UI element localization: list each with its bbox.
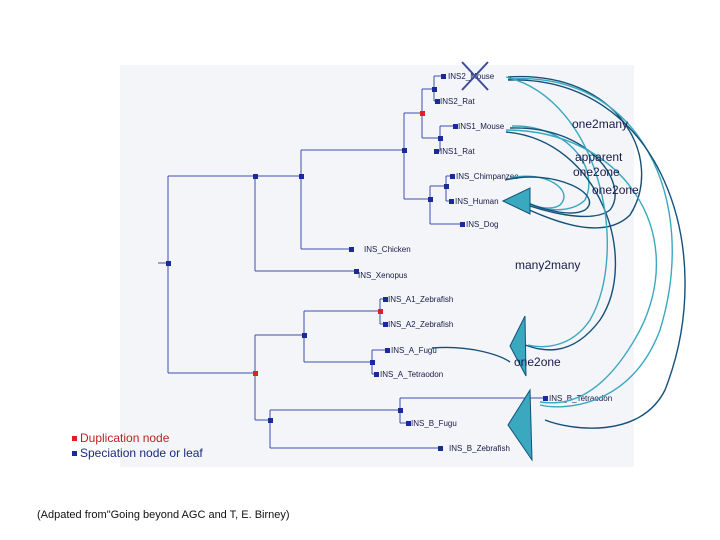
duplication-node [420,111,425,116]
speciation-node [450,174,455,179]
legend-speciation: Speciation node or leaf [72,446,203,460]
speciation-node [449,199,454,204]
relationship-arcs [431,76,686,429]
duplication-legend-label: Duplication node [80,431,170,445]
leaf-ins-chicken: INS_Chicken [364,245,411,254]
speciation-nodes [166,74,548,451]
speciation-node [453,124,458,129]
legend-duplication: Duplication node [72,431,169,445]
speciation-node [406,421,411,426]
label-one2many: one2many [572,117,628,131]
duplication-nodes [253,111,425,376]
speciation-node [444,184,449,189]
speciation-node [435,99,440,104]
leaf-ins-a1-zebrafish: INS_A1_Zebrafish [388,295,453,304]
speciation-node [438,446,443,451]
speciation-node [438,136,443,141]
leaf-ins-b-tetraodon: INS_B_Tetraodon [549,394,612,403]
speciation-node [349,247,354,252]
tree-branches [158,75,545,449]
speciation-node [253,174,258,179]
speciation-node [385,348,390,353]
leaf-ins-xenopus: INS_Xenopus [358,271,407,280]
label-apparent-one2one: one2one [573,165,620,179]
speciation-node [370,360,375,365]
speciation-legend-swatch [72,451,77,457]
duplication-legend-swatch [72,436,77,442]
speciation-node [543,396,548,401]
label-one2one-lower: one2one [514,355,561,369]
speciation-node [460,222,465,227]
leaf-labels: INS2_Mouse INS2_Rat INS1_Mouse INS1_Rat … [358,72,612,453]
speciation-node [428,197,433,202]
leaf-ins-dog: INS_Dog [466,220,498,229]
speciation-node [398,408,403,413]
source-caption: (Adpated from"Going beyond AGC and T, E.… [37,509,290,521]
speciation-legend-label: Speciation node or leaf [80,446,203,460]
leaf-ins-b-fugu: INS_B_Fugu [411,419,457,428]
label-apparent: apparent [575,150,623,164]
speciation-node [374,372,379,377]
leaf-ins-a-tetraodon: INS_A_Tetraodon [380,370,443,379]
speciation-node [299,174,304,179]
leaf-ins-a-fugu: INS_A_Fugu [391,346,437,355]
label-one2one-upper: one2one [592,183,639,197]
cross-mark-icon [461,61,489,91]
arrowhead-icon [507,388,533,462]
speciation-node [441,74,446,79]
speciation-node [302,333,307,338]
arrowhead-icon [501,187,531,215]
leaf-ins-a2-zebrafish: INS_A2_Zebrafish [388,320,453,329]
leaf-ins-chimpanzee: INS_Chimpanzee [456,172,519,181]
arrowheads [501,187,533,462]
duplication-node [378,309,383,314]
speciation-node [432,87,437,92]
speciation-node [402,148,407,153]
speciation-node [434,149,439,154]
relation-labels: one2many apparent one2one one2one many2m… [514,117,639,369]
speciation-node [383,322,388,327]
leaf-ins2-mouse: INS2_Mouse [448,72,495,81]
speciation-node [268,418,273,423]
leaf-ins1-mouse: INS1_Mouse [458,122,505,131]
leaf-ins-human: INS_Human [455,197,499,206]
label-many2many: many2many [515,258,580,272]
leaf-ins2-rat: INS2_Rat [440,97,475,106]
arrowhead-icon [509,315,527,377]
leaf-ins-b-zebrafish: INS_B_Zebrafish [449,444,510,453]
speciation-node [383,297,388,302]
duplication-node [253,371,258,376]
speciation-node [354,269,359,274]
leaf-ins1-rat: INS1_Rat [440,147,475,156]
speciation-node [166,261,171,266]
